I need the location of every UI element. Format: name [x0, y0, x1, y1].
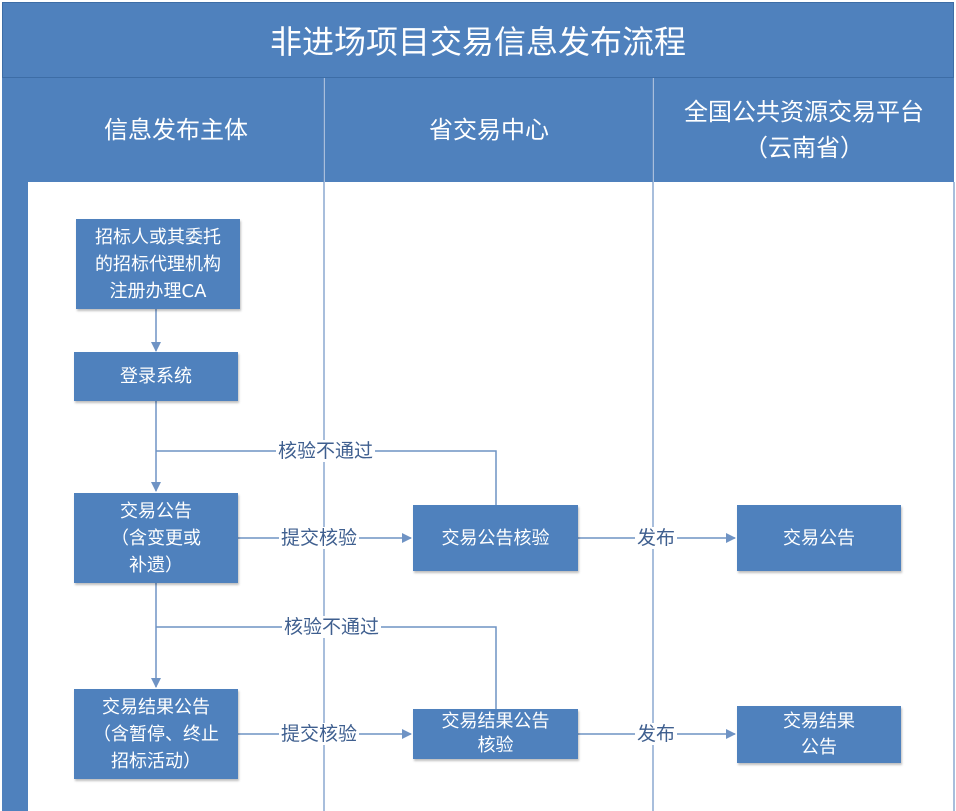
edge-label-submit-1: 提交核验 — [279, 527, 360, 549]
node-text: 招标人或其委托 — [95, 226, 221, 248]
node-result-notice: 交易结果公告 （含暂停、终止 招标活动） — [74, 689, 238, 779]
node-trade-notice-publish: 交易公告 — [737, 505, 901, 571]
edge-label-publish-1: 发布 — [635, 527, 678, 549]
edge-label-reject-2: 核验不通过 — [282, 616, 382, 638]
arrow-reject-1 — [156, 450, 497, 505]
node-text: 交易结果公告 — [441, 711, 550, 732]
node-register-ca: 招标人或其委托 的招标代理机构 注册办理CA — [76, 219, 240, 309]
node-text: 核验 — [477, 735, 514, 756]
node-text: 补遗） — [129, 554, 183, 576]
node-text: 招标活动） — [111, 750, 201, 772]
node-text: 公告 — [801, 736, 837, 758]
page-title: 非进场项目交易信息发布流程 — [2, 2, 954, 78]
node-text: 交易结果 — [783, 710, 855, 732]
edge-label-publish-2: 发布 — [635, 723, 678, 745]
arrow-reject-2 — [156, 626, 497, 709]
node-text: 交易公告 — [783, 527, 855, 549]
column-header-publisher: 信息发布主体 — [28, 78, 324, 182]
node-text: 登录系统 — [120, 366, 192, 387]
node-text: 注册办理CA — [109, 280, 207, 302]
column-header-line: 信息发布主体 — [104, 116, 248, 144]
node-login: 登录系统 — [74, 352, 238, 401]
left-rail — [2, 78, 28, 811]
node-text: 交易公告核验 — [441, 527, 550, 549]
node-text: （含变更或 — [111, 527, 201, 549]
column-header-national-platform: 全国公共资源交易平台 （云南省） — [654, 78, 954, 182]
node-text: （含暂停、终止 — [93, 723, 219, 745]
edge-label-submit-2: 提交核验 — [279, 723, 360, 745]
column-header-provincial-center: 省交易中心 — [325, 78, 653, 182]
node-text: 交易公告 — [120, 500, 192, 522]
node-text: 交易结果公告 — [102, 696, 210, 718]
column-header-line: 省交易中心 — [429, 116, 549, 144]
edge-label-reject-1: 核验不通过 — [276, 440, 376, 462]
column-header-line: （云南省） — [744, 134, 864, 162]
node-result-notice-review: 交易结果公告 核验 — [413, 709, 578, 759]
column-header-line: 全国公共资源交易平台 — [684, 98, 924, 126]
node-result-notice-publish: 交易结果 公告 — [737, 706, 901, 763]
node-trade-notice: 交易公告 （含变更或 补遗） — [74, 493, 238, 583]
node-trade-notice-review: 交易公告核验 — [413, 505, 578, 571]
node-text: 的招标代理机构 — [95, 253, 221, 275]
